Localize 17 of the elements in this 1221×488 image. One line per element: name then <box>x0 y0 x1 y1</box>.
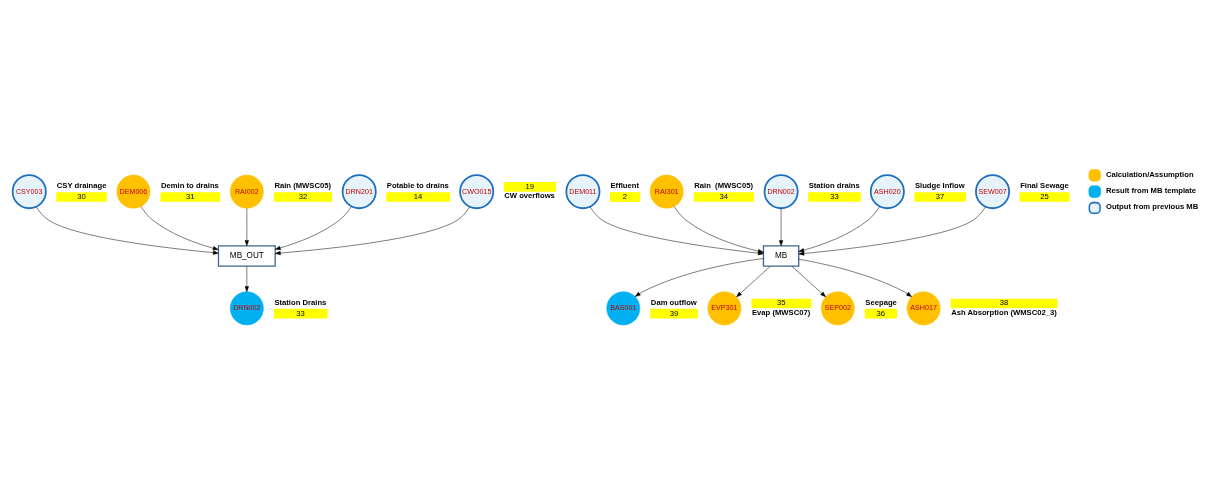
arrow <box>798 258 912 297</box>
arrow <box>140 206 219 251</box>
arrow <box>791 266 826 298</box>
arrow <box>275 206 470 256</box>
arrow <box>673 206 764 254</box>
arrow <box>244 208 249 246</box>
arrow <box>779 208 784 246</box>
node-box: MB_OUT <box>217 245 276 267</box>
arrow <box>275 206 352 250</box>
arrow <box>736 266 771 298</box>
node-box: MB <box>762 245 800 267</box>
arrow <box>634 258 764 297</box>
arrow <box>244 266 249 292</box>
arrow <box>798 206 986 256</box>
arrow <box>589 206 764 256</box>
arrow <box>798 206 880 253</box>
arrow <box>36 206 219 255</box>
